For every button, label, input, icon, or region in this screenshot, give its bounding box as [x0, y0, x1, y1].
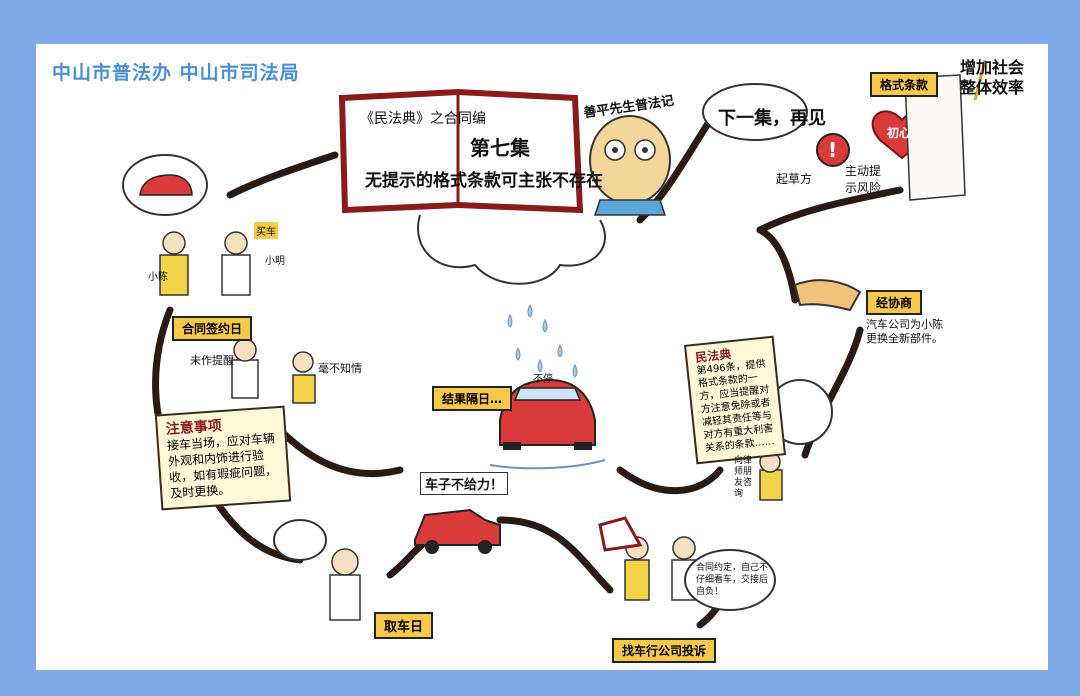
not-reminded-label: 未作提醒: [190, 354, 234, 367]
xiaochen-label: 小陈: [148, 272, 168, 283]
broken-car-illustration: [489, 378, 606, 470]
result-tag: 结果隔日…: [432, 386, 513, 411]
format-terms-tag: 格式条款: [870, 72, 939, 97]
ask-company-tag: 找车行公司投诉: [612, 638, 717, 663]
company-replace-text: 汽车公司为小陈更换全新部件。: [866, 318, 943, 345]
ask-company-bubble: 合同约定，自己不仔细看车，交接后自负！: [696, 563, 769, 597]
notice-card: 注意事项 接车当场，应对车辆外观和内饰进行验收，如有瑕疵问题，及时更换。: [154, 405, 292, 511]
publisher-label: 中山市普法办 中山市司法局: [52, 62, 300, 84]
car-not-working-label: 车子不给力！: [420, 472, 509, 495]
uninformed-label: 毫不知情: [318, 362, 362, 375]
next-episode-label: 下一集，再见: [718, 108, 826, 129]
episode-title: 无提示的格式条款可主张不存在: [365, 171, 603, 191]
title-book-illustration: [338, 88, 584, 214]
consult-friend-label: 向律师朋友咨询: [734, 456, 753, 499]
original-intent-label: 初心: [887, 126, 912, 140]
civil-code-body: 第496条，提供格式条款的一方，应当提醒对方注意免除或者减轻其责任等与对方有重大…: [696, 358, 776, 455]
efficiency-label: 增加社会整体效率: [960, 58, 1025, 97]
contract-day-tag: 合同签约日: [172, 316, 253, 341]
owl-mascot-illustration: [589, 115, 671, 216]
drafter-label: 起草方: [776, 172, 813, 186]
episode-label: 第七集: [470, 136, 530, 160]
pickup-day-tag: 取车日: [374, 612, 434, 639]
buy-car-label: 买车: [254, 222, 278, 239]
stop-label: 不停: [533, 374, 553, 385]
xiaoming-label: 小明: [265, 256, 285, 267]
civil-code-card: 民法典 第496条，提供格式条款的一方，应当提醒对方注意免除或者减轻其责任等与对…: [683, 335, 787, 465]
book-subtitle: 《民法典》之合同编: [360, 111, 486, 127]
after-negotiation-tag: 经协商: [866, 290, 923, 315]
svg-text:!: !: [828, 138, 837, 162]
active-warning-label: 主动提示风险: [845, 164, 882, 195]
driving-car-illustration: [414, 508, 501, 554]
notice-body: 接车当场，应对车辆外观和内饰进行验收，如有瑕疵问题，及时更换。: [166, 431, 278, 501]
